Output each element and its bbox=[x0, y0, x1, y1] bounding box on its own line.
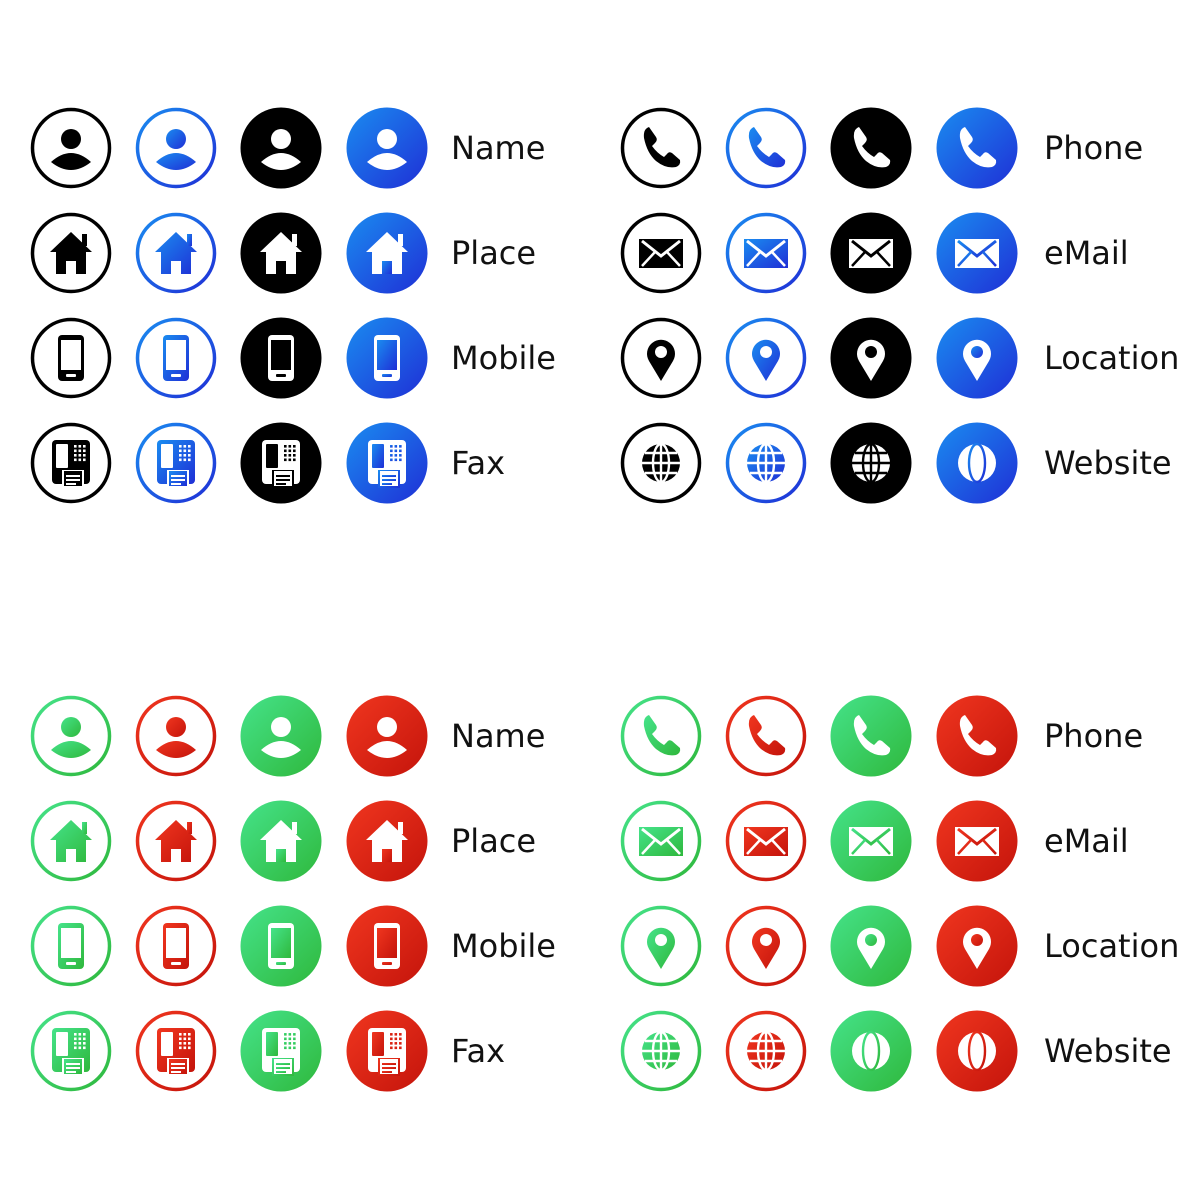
fax-icon bbox=[30, 1010, 112, 1092]
smartphone-icon bbox=[346, 317, 428, 399]
label-email: eMail bbox=[1044, 822, 1129, 860]
fax-icon bbox=[135, 1010, 217, 1092]
label-website: Website bbox=[1044, 444, 1172, 482]
house-icon bbox=[30, 212, 112, 294]
map-pin-icon bbox=[725, 905, 807, 987]
smartphone-icon bbox=[346, 905, 428, 987]
map-pin-icon bbox=[830, 905, 912, 987]
label-place: Place bbox=[451, 234, 537, 272]
label-mobile: Mobile bbox=[451, 927, 556, 965]
label-website: Website bbox=[1044, 1032, 1172, 1070]
label-mobile: Mobile bbox=[451, 339, 556, 377]
house-icon bbox=[30, 800, 112, 882]
label-place: Place bbox=[451, 822, 537, 860]
label-fax: Fax bbox=[451, 444, 506, 482]
globe-icon bbox=[725, 422, 807, 504]
smartphone-icon bbox=[30, 317, 112, 399]
label-phone: Phone bbox=[1044, 717, 1144, 755]
envelope-icon bbox=[936, 212, 1018, 294]
person-icon bbox=[30, 695, 112, 777]
map-pin-icon bbox=[936, 317, 1018, 399]
globe-icon bbox=[620, 422, 702, 504]
globe-icon bbox=[830, 1010, 912, 1092]
phone-handset-icon bbox=[936, 107, 1018, 189]
envelope-icon bbox=[725, 212, 807, 294]
fax-icon bbox=[240, 1010, 322, 1092]
map-pin-icon bbox=[620, 317, 702, 399]
fax-icon bbox=[135, 422, 217, 504]
smartphone-icon bbox=[135, 317, 217, 399]
map-pin-icon bbox=[936, 905, 1018, 987]
phone-handset-icon bbox=[620, 107, 702, 189]
house-icon bbox=[135, 212, 217, 294]
phone-handset-icon bbox=[830, 107, 912, 189]
phone-handset-icon bbox=[725, 107, 807, 189]
globe-icon bbox=[830, 422, 912, 504]
fax-icon bbox=[30, 422, 112, 504]
envelope-icon bbox=[936, 800, 1018, 882]
envelope-icon bbox=[620, 800, 702, 882]
phone-handset-icon bbox=[936, 695, 1018, 777]
label-location: Location bbox=[1044, 927, 1180, 965]
label-phone: Phone bbox=[1044, 129, 1144, 167]
fax-icon bbox=[240, 422, 322, 504]
house-icon bbox=[346, 800, 428, 882]
person-icon bbox=[346, 107, 428, 189]
smartphone-icon bbox=[240, 317, 322, 399]
envelope-icon bbox=[830, 800, 912, 882]
smartphone-icon bbox=[240, 905, 322, 987]
phone-handset-icon bbox=[830, 695, 912, 777]
globe-icon bbox=[620, 1010, 702, 1092]
map-pin-icon bbox=[725, 317, 807, 399]
person-icon bbox=[30, 107, 112, 189]
envelope-icon bbox=[830, 212, 912, 294]
globe-icon bbox=[936, 1010, 1018, 1092]
map-pin-icon bbox=[620, 905, 702, 987]
map-pin-icon bbox=[830, 317, 912, 399]
house-icon bbox=[240, 212, 322, 294]
label-fax: Fax bbox=[451, 1032, 506, 1070]
globe-icon bbox=[725, 1010, 807, 1092]
person-icon bbox=[240, 695, 322, 777]
envelope-icon bbox=[725, 800, 807, 882]
label-location: Location bbox=[1044, 339, 1180, 377]
smartphone-icon bbox=[30, 905, 112, 987]
envelope-icon bbox=[620, 212, 702, 294]
label-email: eMail bbox=[1044, 234, 1129, 272]
house-icon bbox=[346, 212, 428, 294]
label-name: Name bbox=[451, 129, 546, 167]
person-icon bbox=[346, 695, 428, 777]
person-icon bbox=[135, 107, 217, 189]
phone-handset-icon bbox=[620, 695, 702, 777]
fax-icon bbox=[346, 422, 428, 504]
phone-handset-icon bbox=[725, 695, 807, 777]
house-icon bbox=[240, 800, 322, 882]
house-icon bbox=[135, 800, 217, 882]
globe-icon bbox=[936, 422, 1018, 504]
smartphone-icon bbox=[135, 905, 217, 987]
person-icon bbox=[135, 695, 217, 777]
label-name: Name bbox=[451, 717, 546, 755]
fax-icon bbox=[346, 1010, 428, 1092]
person-icon bbox=[240, 107, 322, 189]
